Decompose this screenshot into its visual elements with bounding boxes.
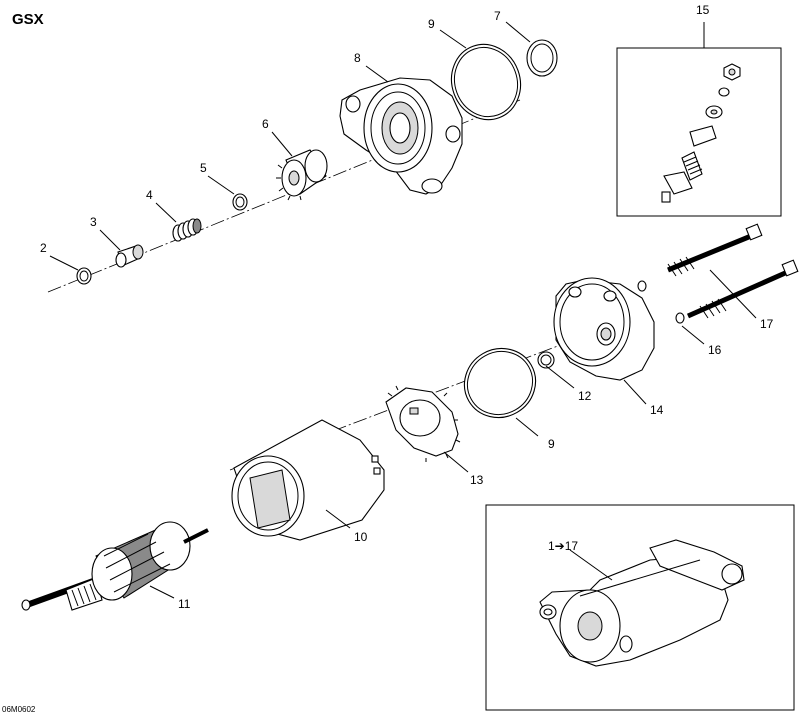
callout-11: 11 xyxy=(178,597,191,611)
callout-12: 12 xyxy=(578,389,592,403)
part-11-armature xyxy=(21,521,209,611)
callout-17: 17 xyxy=(760,317,774,331)
leader-lines xyxy=(49,21,757,599)
part-2-ring xyxy=(76,267,92,285)
callout-9-upper: 9 xyxy=(428,17,435,31)
part-16-washers xyxy=(637,280,685,324)
callout-14: 14 xyxy=(650,403,664,417)
callout-3: 3 xyxy=(90,215,97,229)
part-13-brush-plate xyxy=(385,385,461,462)
callout-4: 4 xyxy=(146,188,153,202)
part-9-o-ring-lower xyxy=(463,347,537,419)
callout-2: 2 xyxy=(40,241,47,255)
part-8-drive-housing xyxy=(339,77,463,195)
part-5-ring xyxy=(232,193,248,211)
part-7-ring xyxy=(526,39,558,77)
part-10-yoke xyxy=(231,419,385,541)
callout-6: 6 xyxy=(262,117,269,131)
part-14-end-housing xyxy=(553,277,655,381)
part-6-drive-gear xyxy=(276,149,328,201)
part-4-spring xyxy=(172,218,202,242)
assembled-starter xyxy=(539,539,745,667)
callout-10: 10 xyxy=(354,530,368,544)
part-12-ring xyxy=(537,351,555,369)
callout-16: 16 xyxy=(708,343,722,357)
drawing-code: 06M0602 xyxy=(2,705,36,714)
part-17-through-bolts xyxy=(667,223,799,319)
callout-9-lower: 9 xyxy=(548,437,555,451)
assembled-starter-frame xyxy=(485,504,795,711)
part-15-terminal-hardware xyxy=(661,63,741,203)
callout-7: 7 xyxy=(494,9,501,23)
callout-8: 8 xyxy=(354,51,361,65)
part-3-bushing xyxy=(115,244,144,268)
callout-15: 15 xyxy=(696,3,710,17)
callout-13: 13 xyxy=(470,473,484,487)
part-15-detail-frame xyxy=(616,47,782,217)
callout-5: 5 xyxy=(200,161,207,175)
diagram-title: GSX xyxy=(12,11,44,28)
callout-1-17: 1➔17 xyxy=(548,539,578,553)
part-9-o-ring-upper xyxy=(450,43,522,121)
